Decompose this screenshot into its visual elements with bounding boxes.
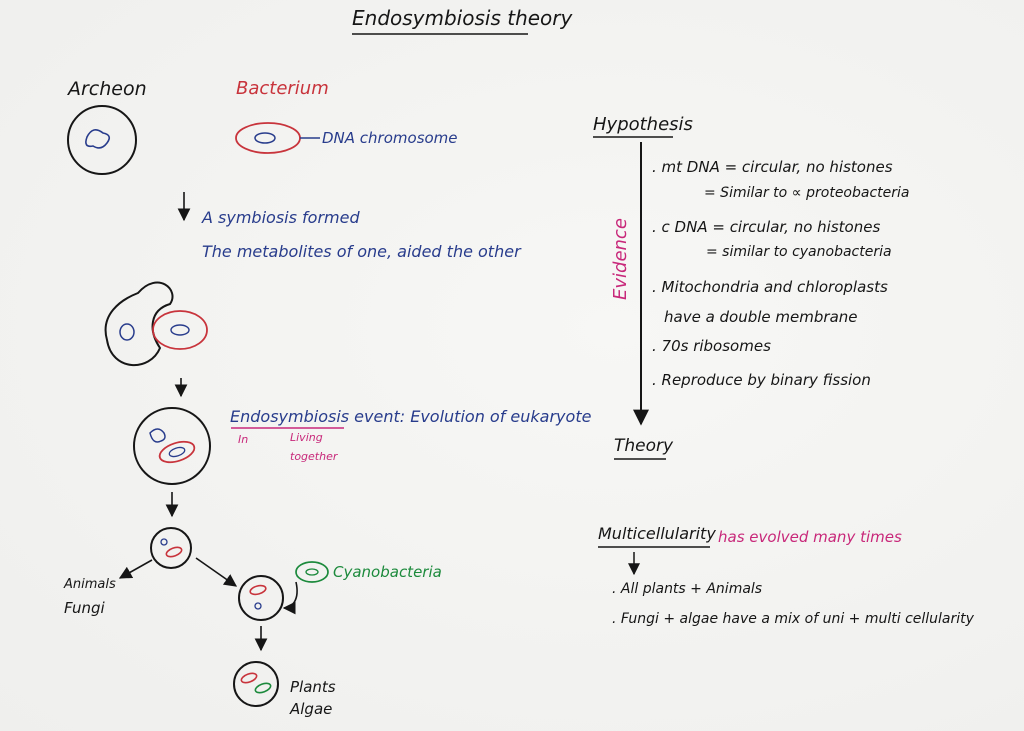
- archeon-label: Archeon: [68, 78, 147, 100]
- together-label: together: [290, 450, 338, 463]
- symbiosis-line-2: The metabolites of one, aided the other: [202, 242, 521, 261]
- evidence-item-1: . mt DNA = circular, no histones: [652, 158, 893, 176]
- multicellularity-label: Multicellularity: [598, 524, 716, 543]
- arrow-to-plant-cell: [195, 557, 238, 587]
- plant-precursor-cell: [238, 575, 284, 621]
- bacterium-label: Bacterium: [236, 78, 329, 99]
- in-label: In: [238, 433, 249, 446]
- evidence-item-2: = Similar to ∝ proteobacteria: [704, 185, 910, 201]
- event-suffix: event: Evolution of eukaryote: [349, 407, 592, 426]
- evidence-item-5: . Mitochondria and chloroplasts: [652, 278, 888, 296]
- theory-label: Theory: [614, 436, 674, 456]
- endosymbiosis-word: Endosymbiosis: [230, 407, 350, 426]
- dna-chromosome-label: DNA chromosome: [322, 129, 458, 147]
- multi-point-2: . Fungi + algae have a mix of uni + mult…: [612, 611, 974, 627]
- multicellularity-suffix: has evolved many times: [718, 528, 902, 546]
- animals-label: Animals: [64, 577, 116, 592]
- evidence-item-4: = similar to cyanobacteria: [706, 244, 892, 260]
- archeon-cell: [67, 105, 137, 175]
- living-label: Living: [290, 431, 323, 444]
- cyanobacteria-label: Cyanobacteria: [333, 563, 442, 581]
- plants-label: Plants: [290, 678, 336, 696]
- evidence-label: Evidence: [610, 218, 631, 300]
- small-eukaryote-cell: [150, 527, 192, 569]
- page-title: Endosymbiosis theory: [352, 6, 573, 30]
- evidence-item-8: . Reproduce by binary fission: [652, 371, 871, 389]
- bacterium-cell: [235, 122, 320, 154]
- evidence-item-6: have a double membrane: [664, 308, 858, 326]
- symbiosis-line-1: A symbiosis formed: [202, 208, 360, 227]
- multi-point-1: . All plants + Animals: [612, 581, 763, 597]
- eukaryote-cell: [133, 407, 211, 485]
- symbiosis-cells: [104, 281, 208, 366]
- evidence-item-7: . 70s ribosomes: [652, 337, 771, 355]
- plant-cell: [233, 661, 279, 707]
- cyanobacteria-arrow: [282, 581, 298, 615]
- hypothesis-label: Hypothesis: [593, 114, 693, 135]
- endosymbiosis-event: Endosymbiosis event: Evolution of eukary…: [230, 409, 591, 425]
- cyanobacteria-cell: [295, 561, 329, 583]
- arrow-to-animals: [118, 559, 153, 579]
- algae-label: Algae: [290, 700, 333, 718]
- evidence-item-3: . c DNA = circular, no histones: [652, 218, 881, 236]
- fungi-label: Fungi: [64, 599, 105, 617]
